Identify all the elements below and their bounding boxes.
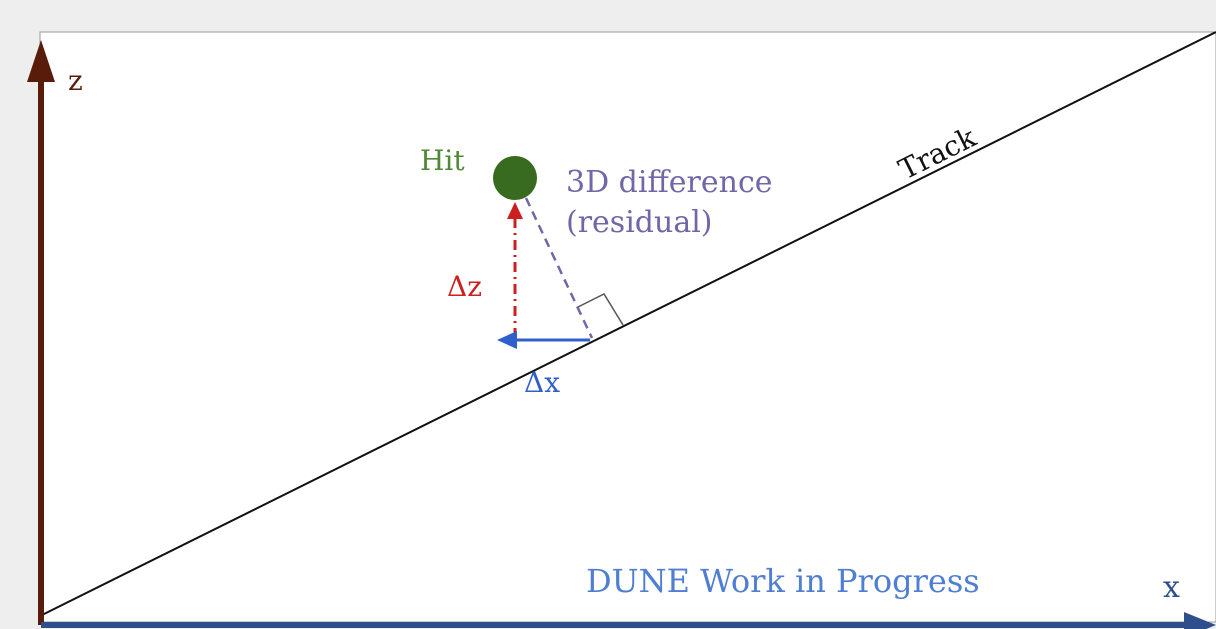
delta-x-arrowhead — [497, 331, 517, 349]
x-axis-label: x — [1163, 570, 1180, 605]
track-line — [41, 31, 1216, 616]
z-axis-arrowhead — [27, 40, 55, 82]
x-axis-arrowhead — [1184, 612, 1216, 629]
z-axis-label: z — [68, 64, 83, 97]
delta-z-arrowhead — [507, 202, 523, 219]
delta-z-label: Δz — [447, 270, 482, 303]
residual-label-line2: (residual) — [566, 205, 713, 240]
residual-label-line1: 3D difference — [566, 165, 773, 200]
delta-x-label: Δx — [524, 366, 560, 399]
work-in-progress-label: DUNE Work in Progress — [586, 562, 980, 600]
hit-label: Hit — [420, 144, 465, 177]
hit-point — [493, 156, 537, 200]
residual-line — [524, 197, 594, 339]
right-angle-marker — [577, 293, 624, 326]
